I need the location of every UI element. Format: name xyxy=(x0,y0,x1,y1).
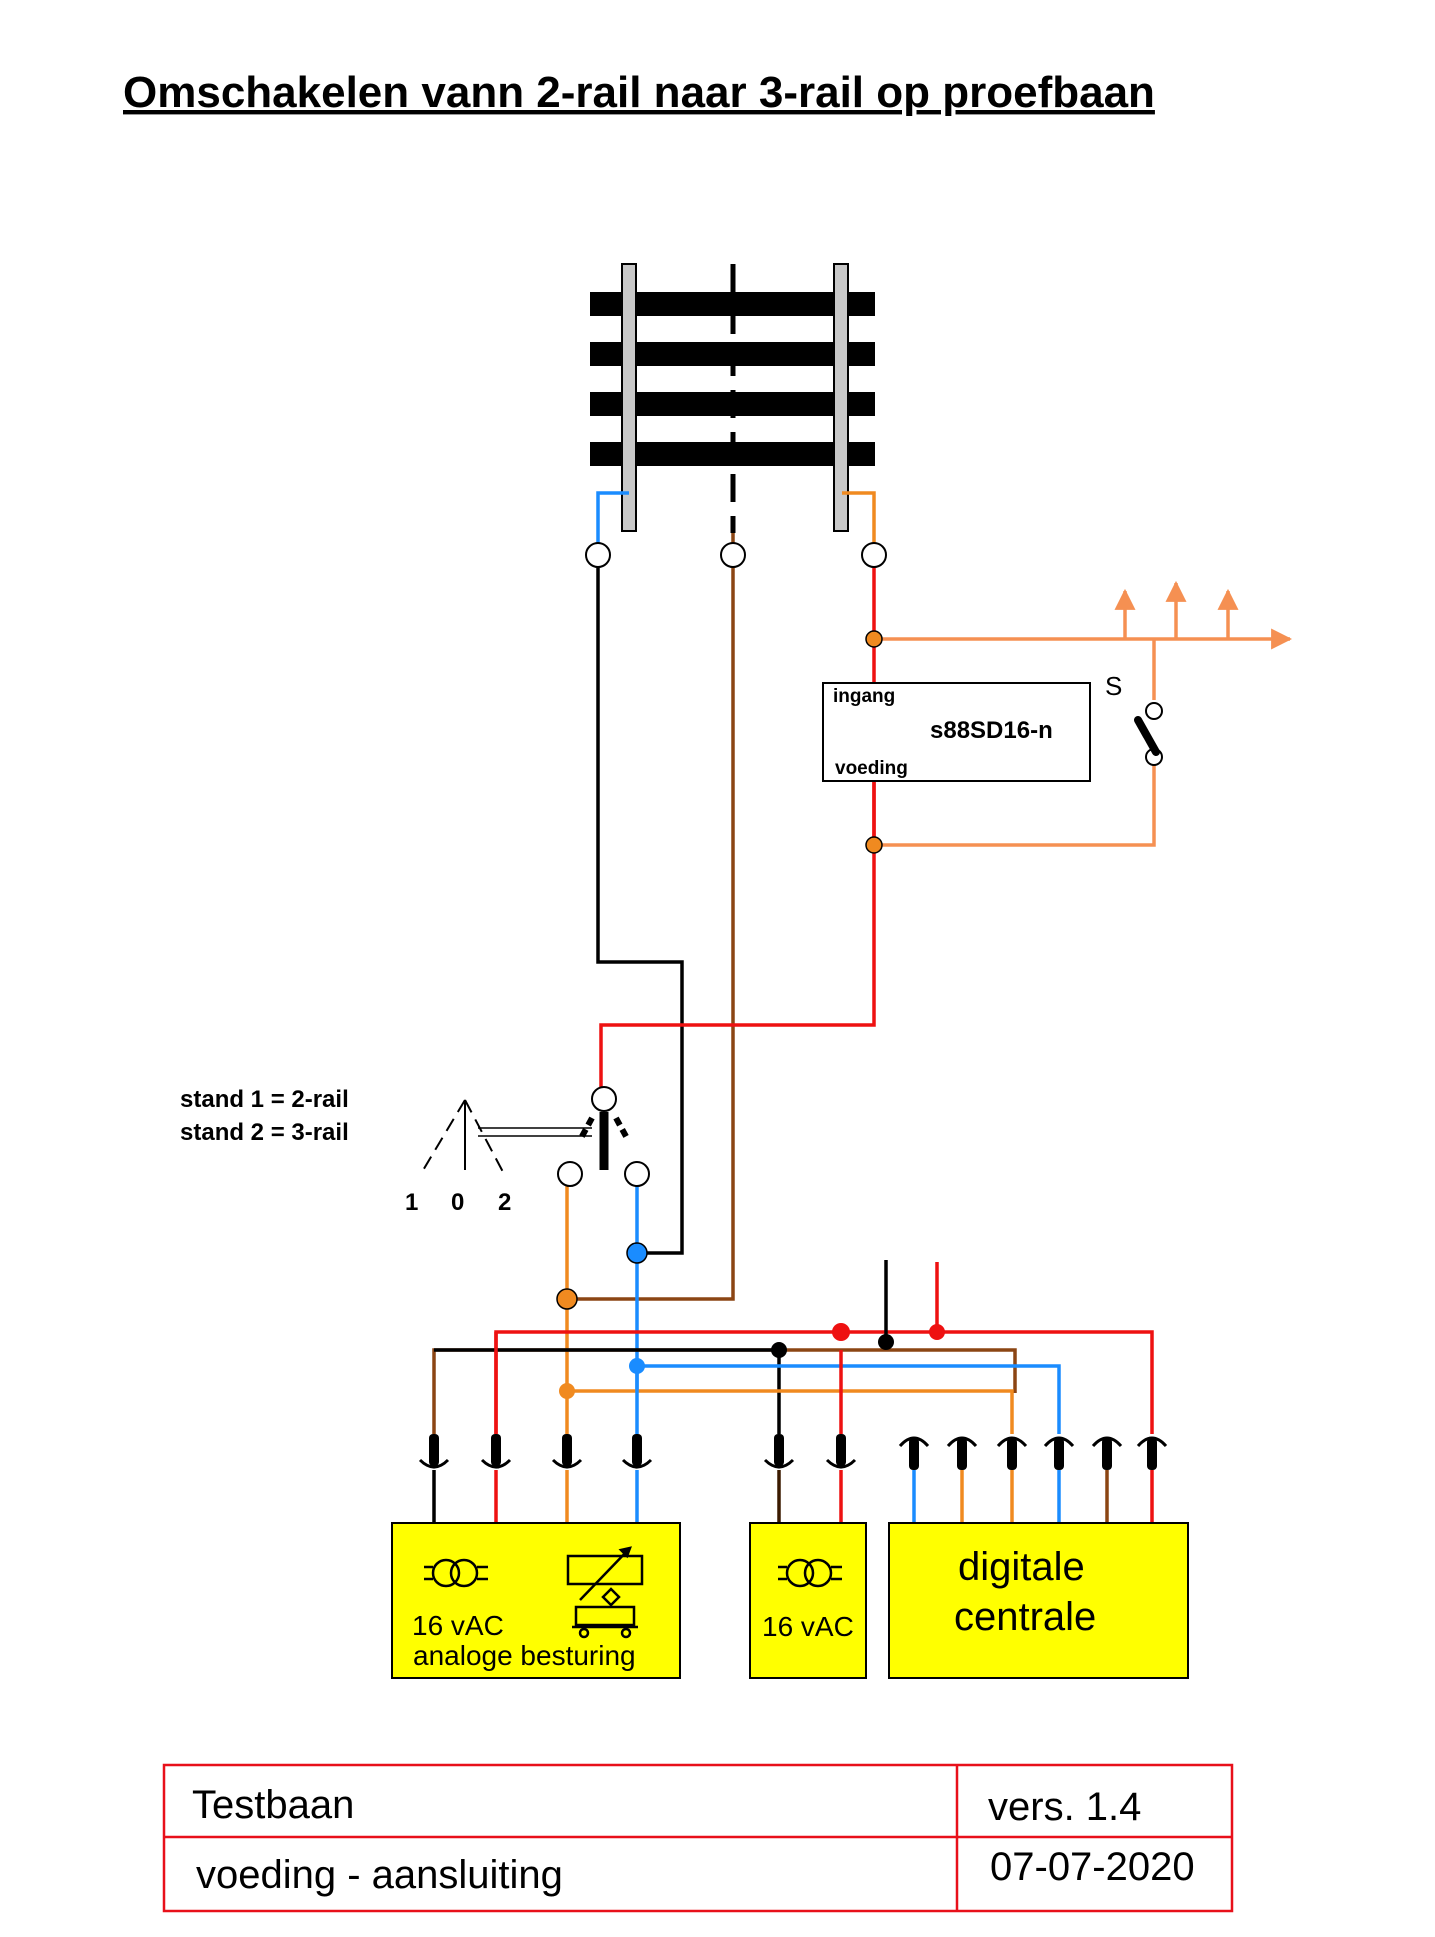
plug xyxy=(825,1434,857,1469)
wire-brown-main xyxy=(567,567,735,1301)
plug xyxy=(1043,1436,1075,1470)
footer-date: 07-07-2020 xyxy=(990,1845,1195,1889)
analog-voltage: 16 vAC xyxy=(412,1610,504,1641)
junction-dot xyxy=(832,1323,850,1341)
position-0-label: 0 xyxy=(451,1189,464,1216)
wire-orange-rail xyxy=(842,491,876,555)
locomotive-icon xyxy=(572,1587,638,1639)
junction-dot xyxy=(865,836,883,854)
footer-name: Testbaan xyxy=(192,1783,354,1827)
footer-table: Testbaan vers. 1.4 voeding - aansluiting… xyxy=(162,1763,1234,1913)
analog-power-unit: 16 vAC analoge besturing xyxy=(391,1522,681,1679)
junctions xyxy=(556,630,945,1399)
plugs xyxy=(418,1434,1168,1470)
digital-line1: digitale xyxy=(958,1545,1085,1589)
position-2-label: 2 xyxy=(498,1189,511,1216)
footer-version: vers. 1.4 xyxy=(988,1785,1141,1829)
junction-dot xyxy=(556,1288,578,1310)
switch-s: S xyxy=(1105,671,1160,756)
junction-dot xyxy=(626,1242,648,1264)
regulator-icon xyxy=(566,1546,644,1601)
junction-dot xyxy=(878,1334,894,1350)
stand1-label: stand 1 = 2-rail xyxy=(180,1086,349,1113)
selector-switch: stand 1 = 2-rail stand 2 = 3-rail 1 0 2 xyxy=(180,1086,631,1216)
transformer-icon xyxy=(424,1558,488,1588)
position-line-2 xyxy=(464,1099,504,1173)
ac-power-unit: 16 vAC xyxy=(749,1522,867,1679)
transformer-icon xyxy=(778,1558,842,1588)
plug xyxy=(621,1434,653,1469)
track xyxy=(590,263,875,533)
analog-box xyxy=(391,1522,681,1679)
digital-box xyxy=(888,1522,1189,1679)
plug xyxy=(898,1436,930,1470)
wires xyxy=(432,491,1293,1525)
plug xyxy=(763,1434,795,1469)
right-rail xyxy=(833,263,849,532)
bus-red xyxy=(494,1330,1154,1434)
switch-lever xyxy=(1134,716,1160,756)
bus-orange xyxy=(567,1389,1014,1434)
plug xyxy=(946,1436,978,1470)
position-1-label: 1 xyxy=(405,1189,418,1216)
left-rail xyxy=(621,263,637,532)
plug xyxy=(418,1434,450,1469)
plug xyxy=(996,1436,1028,1470)
s88-module: ingang s88SD16-n voeding xyxy=(822,682,1091,782)
terminal-center xyxy=(720,542,746,568)
wire-red-main xyxy=(599,781,876,1087)
ac-voltage: 16 vAC xyxy=(762,1611,854,1642)
s88-box xyxy=(822,682,1091,782)
switch-contact xyxy=(1145,702,1163,720)
junction-dot xyxy=(865,630,883,648)
ac-box xyxy=(749,1522,867,1679)
terminals xyxy=(557,542,1163,1187)
junction-dot xyxy=(629,1358,645,1374)
switch-wire-bottom xyxy=(874,760,1156,847)
selector-lever-side xyxy=(577,1116,595,1142)
selector-terminal-top xyxy=(591,1086,617,1112)
position-line-1 xyxy=(421,1099,466,1173)
plug xyxy=(551,1434,583,1469)
switch-label: S xyxy=(1105,671,1122,701)
wire-blue-rail xyxy=(596,491,629,555)
selector-lever-side xyxy=(613,1116,631,1142)
selector-terminal-left xyxy=(557,1161,583,1187)
analog-label: analoge besturing xyxy=(413,1640,636,1671)
bus-blue xyxy=(637,1364,1061,1434)
plug xyxy=(1091,1436,1123,1470)
plug xyxy=(1136,1436,1168,1470)
s88-input-label: ingang xyxy=(833,686,895,707)
terminal-left xyxy=(585,542,611,568)
footer-subject: voeding - aansluiting xyxy=(196,1853,563,1897)
junction-dot xyxy=(929,1324,945,1340)
plug xyxy=(480,1434,512,1469)
wire-black-main xyxy=(596,567,684,1255)
page-title: Omschakelen vann 2-rail naar 3-rail op p… xyxy=(123,68,1155,117)
stand2-label: stand 2 = 3-rail xyxy=(180,1119,349,1146)
digital-line2: centrale xyxy=(954,1595,1096,1639)
selector-terminal-right xyxy=(624,1161,650,1187)
s88-power-label: voeding xyxy=(835,758,908,779)
junction-dot xyxy=(559,1383,575,1399)
digital-central-unit: digitale centrale xyxy=(888,1522,1189,1679)
junction-dot xyxy=(771,1342,787,1358)
s88-name: s88SD16-n xyxy=(930,717,1053,744)
terminal-right xyxy=(861,542,887,568)
